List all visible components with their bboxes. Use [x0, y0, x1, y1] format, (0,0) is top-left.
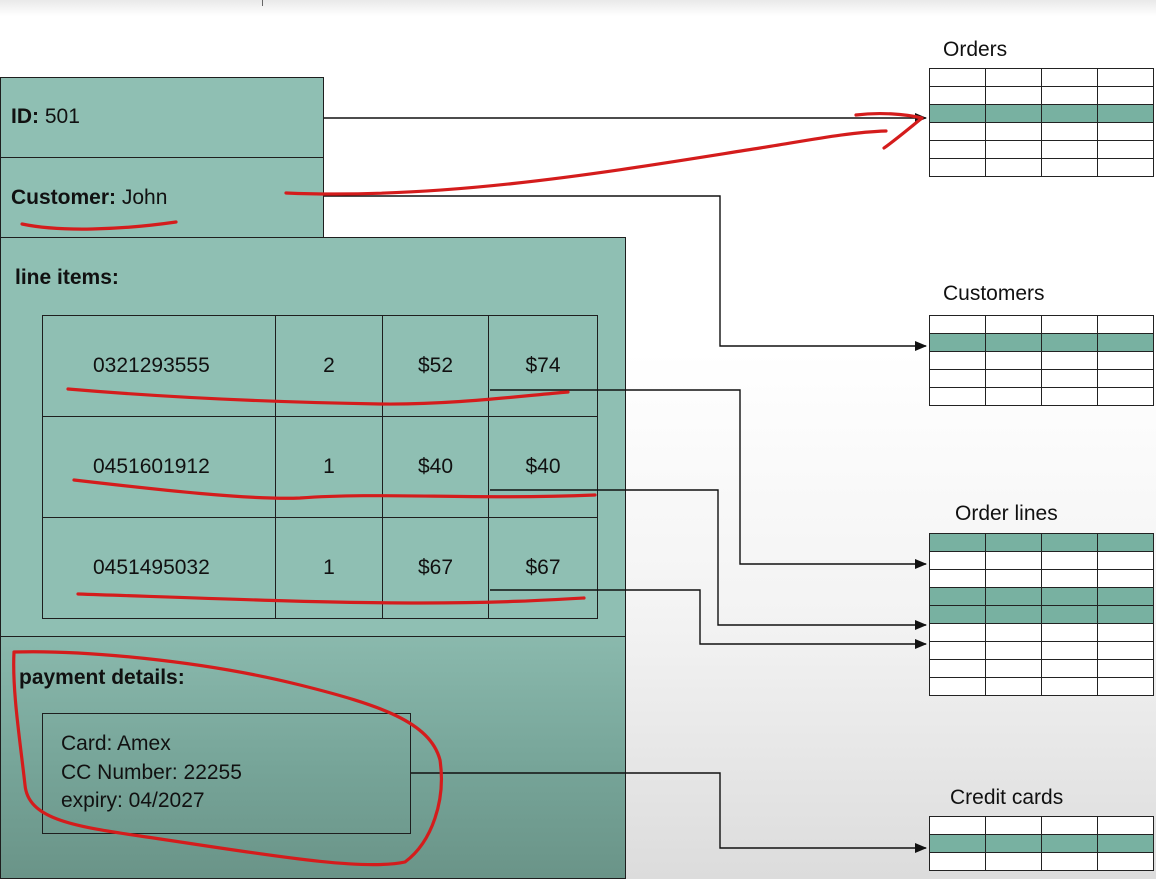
line-items-heading: line items:	[15, 266, 119, 289]
payment-section: payment details:	[0, 636, 626, 879]
customers-table	[929, 315, 1154, 406]
red-underline-line1	[66, 387, 570, 406]
credit-cards-table-title: Credit cards	[950, 786, 1064, 809]
highlighted-row	[929, 533, 1154, 552]
payment-details-box	[42, 713, 411, 834]
arrow-line2-to-order-lines	[490, 489, 927, 630]
price-cell: $40	[382, 416, 489, 518]
top-strip	[0, 0, 1156, 16]
isbn-cell: 0451495032	[42, 517, 276, 619]
order-id-label: ID: 501	[11, 105, 80, 128]
orders-table-title: Orders	[943, 38, 1008, 61]
highlighted-row	[929, 333, 1154, 352]
red-arrowhead	[854, 111, 924, 150]
order-lines-table-title: Order lines	[955, 502, 1058, 525]
highlighted-row	[929, 104, 1154, 123]
cursor-caret	[262, 0, 263, 6]
cc-number-text: CC Number: 22255	[61, 761, 242, 784]
red-underline-line3	[76, 592, 586, 605]
red-circle-payment	[12, 650, 443, 867]
payment-heading: payment details:	[19, 666, 185, 689]
red-underline-line2	[72, 478, 597, 500]
expiry-text: expiry: 04/2027	[61, 789, 205, 812]
arrow-customer-to-customers	[324, 195, 927, 351]
card-type-text: Card: Amex	[61, 732, 171, 755]
line-item-row: 0321293555 2 $52 $74	[42, 315, 598, 417]
credit-cards-table	[929, 816, 1154, 871]
red-underline-customer	[20, 220, 178, 231]
order-id-section: ID: 501	[0, 77, 324, 159]
arrow-payment-to-credit-cards	[411, 772, 927, 853]
arrow-line3-to-order-lines	[490, 589, 927, 649]
highlighted-row	[929, 605, 1154, 624]
total-cell: $40	[488, 416, 598, 518]
customers-table-title: Customers	[943, 282, 1045, 305]
qty-cell: 1	[275, 416, 383, 518]
arrow-line1-to-order-lines	[490, 389, 927, 569]
red-arrow-customer-to-orders	[284, 129, 888, 196]
qty-cell: 2	[275, 315, 383, 417]
customer-label: Customer: John	[11, 186, 168, 209]
order-lines-table	[929, 533, 1154, 696]
orders-table	[929, 68, 1154, 177]
highlighted-row	[929, 834, 1154, 853]
